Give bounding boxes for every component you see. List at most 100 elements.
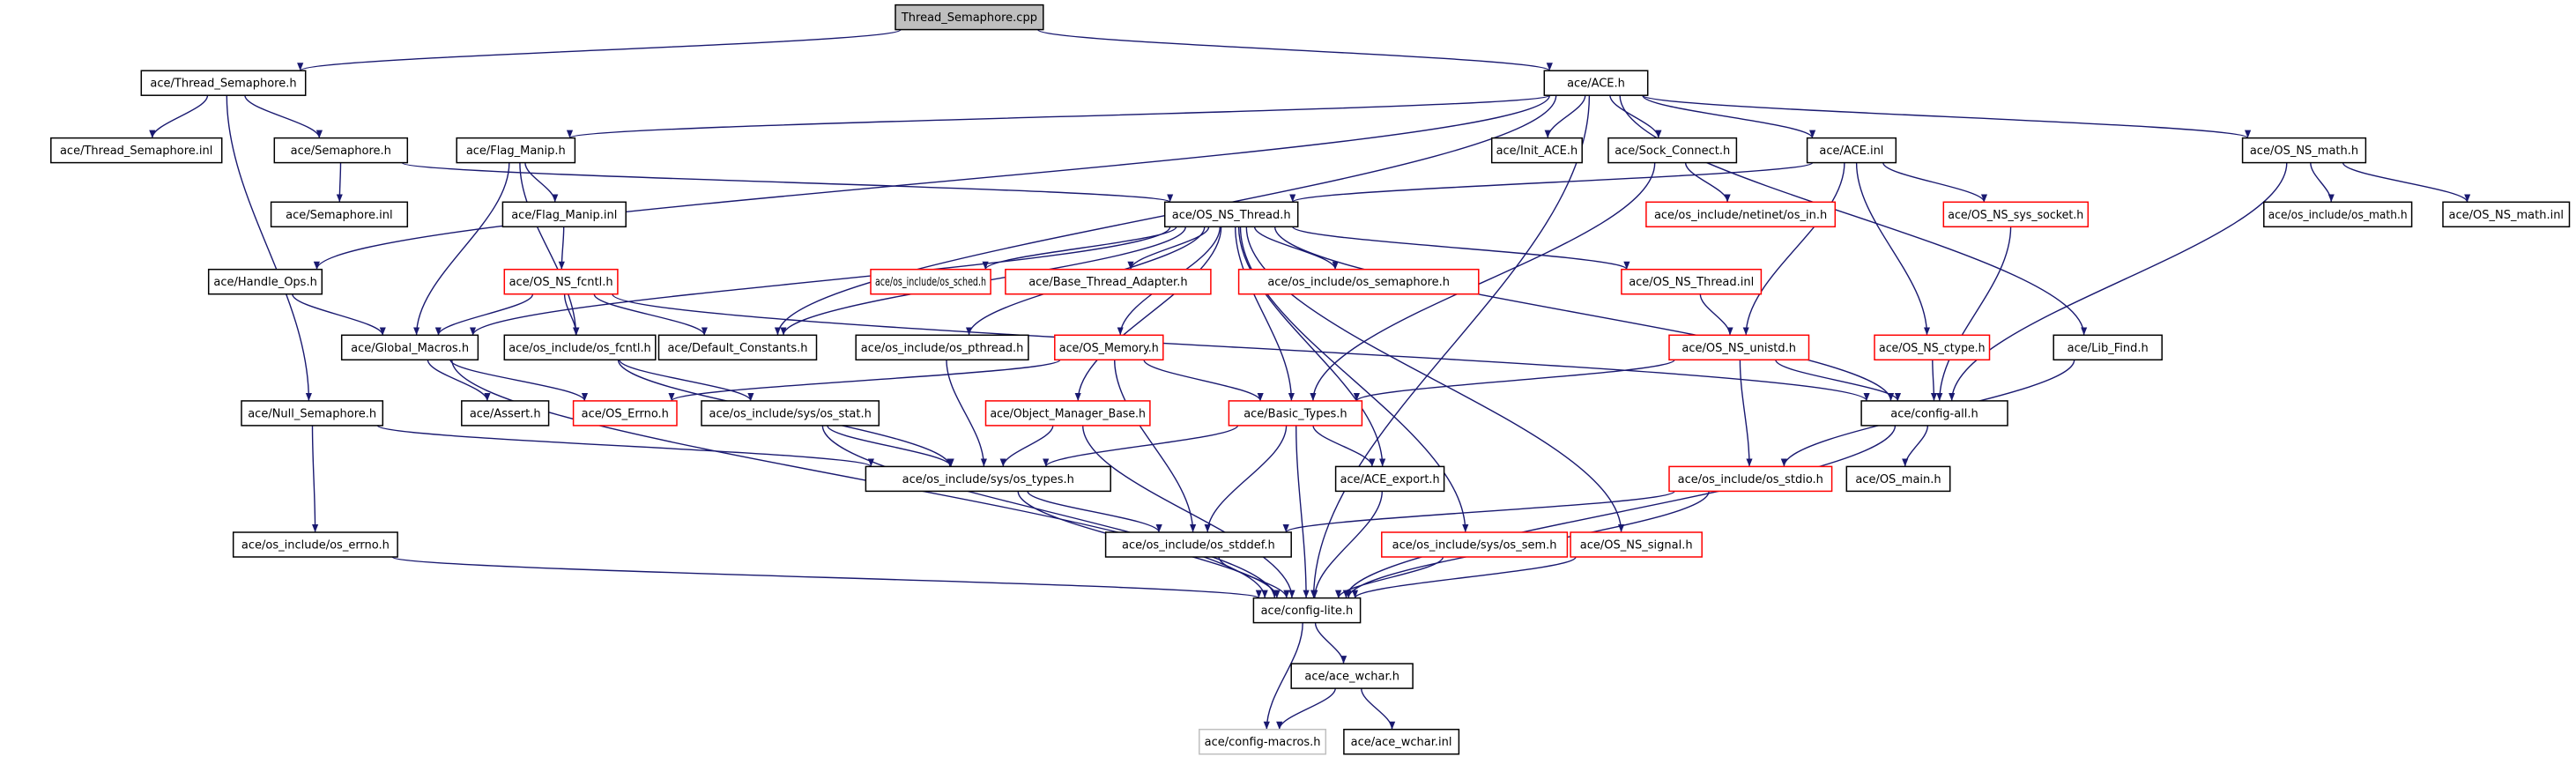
node-handle_h[interactable]: ace/Handle_Ops.h [207,268,323,295]
node-errno_h[interactable]: ace/OS_Errno.h [572,400,678,427]
node-os_fcntl[interactable]: ace/os_include/os_fcntl.h [503,334,657,361]
node-ts_inl[interactable]: ace/Thread_Semaphore.inl [50,137,223,164]
edge-export_h-to-cfglite_h [1311,491,1383,598]
node-os_sched[interactable]: ace/os_include/os_sched.h [870,268,991,295]
node-box [273,137,409,164]
node-basic_h[interactable]: ace/Basic_Types.h [1228,400,1363,427]
node-label: ace/ACE.h [1567,78,1625,91]
node-ts_h[interactable]: ace/Thread_Semaphore.h [140,70,307,96]
node-omb_h[interactable]: ace/Object_Manager_Base.h [984,400,1151,427]
node-bta_h[interactable]: ace/Base_Thread_Adapter.h [1005,268,1212,295]
edge-cfglite_h-to-wchar_h [1314,622,1347,664]
edge-wchar_h-to-wchar_inl [1361,687,1396,730]
node-cfgmacros_h[interactable]: ace/config-macros.h [1199,728,1327,755]
node-label: ace/OS_NS_Thread.h [1172,209,1291,222]
node-wchar_inl[interactable]: ace/ace_wchar.inl [1343,728,1460,755]
node-label: ace/os_include/os_semaphore.h [1267,276,1450,289]
edge-ace_inl-to-unistd_h [1742,162,1845,336]
node-os_syssem[interactable]: ace/os_include/sys/os_sem.h [1381,531,1569,558]
node-os_in[interactable]: ace/os_include/netinet/os_in.h [1645,201,1837,228]
node-assert_h[interactable]: ace/Assert.h [461,400,550,427]
node-os_stdio[interactable]: ace/os_include/os_stdio.h [1668,465,1833,493]
node-sock_h[interactable]: ace/Sock_Connect.h [1607,137,1738,164]
edge-ace_inl-to-sys_socket [1882,162,1988,203]
node-label: ace/OS_NS_ctype.h [1879,342,1986,355]
node-label: ace/Sock_Connect.h [1615,145,1730,158]
node-box [1570,531,1703,558]
node-root[interactable]: Thread_Semaphore.cpp [895,4,1044,31]
node-box [2263,201,2413,228]
node-sem_inl[interactable]: ace/Semaphore.inl [270,201,409,228]
node-signal_h[interactable]: ace/OS_NS_signal.h [1570,531,1703,558]
node-thr_inl[interactable]: ace/OS_NS_Thread.inl [1621,268,1763,295]
node-os_pthread[interactable]: ace/os_include/os_pthread.h [855,334,1029,361]
node-box [50,137,223,164]
node-os_math[interactable]: ace/os_include/os_math.h [2263,201,2413,228]
node-label: ace/OS_NS_unistd.h [1681,342,1796,355]
node-os_errno[interactable]: ace/os_include/os_errno.h [232,531,398,558]
edge-ace_h-to-ace_inl [1642,94,1816,138]
edge-sock_h-to-os_in [1684,162,1731,203]
node-box [1942,201,2090,228]
node-cfglite_h[interactable]: ace/config-lite.h [1252,597,1362,624]
node-os_semaphore[interactable]: ace/os_include/os_semaphore.h [1237,268,1480,295]
node-box [1334,465,1445,493]
edge-ts_h-to-nullsem_h [226,95,312,401]
node-mem_h[interactable]: ace/OS_Memory.h [1054,334,1164,361]
node-export_h[interactable]: ace/ACE_export.h [1334,465,1445,493]
node-box [1874,334,1991,361]
node-label: ace/Assert.h [470,407,541,420]
edge-ts_h-to-sem_h [244,94,323,138]
node-defconst_h[interactable]: ace/Default_Constants.h [657,334,818,361]
node-nullsem_h[interactable]: ace/Null_Semaphore.h [241,400,384,427]
node-flag_inl[interactable]: ace/Flag_Manip.inl [501,201,627,228]
node-box [1163,201,1299,228]
node-label: ace/OS_NS_math.inl [2449,209,2565,222]
node-thr_h[interactable]: ace/OS_NS_Thread.h [1163,201,1299,228]
node-wchar_h[interactable]: ace/ace_wchar.h [1290,663,1414,689]
node-box [865,465,1111,493]
node-os_types[interactable]: ace/os_include/sys/os_types.h [865,465,1111,493]
edge-root-to-ts_h [297,28,902,71]
node-ace_h[interactable]: ace/ACE.h [1543,70,1649,96]
node-os_stddef[interactable]: ace/os_include/os_stddef.h [1104,531,1292,558]
edge-handle_h-to-global_h [292,293,386,336]
node-math_h[interactable]: ace/OS_NS_math.h [2241,137,2367,164]
node-label: ace/os_include/os_math.h [2268,209,2408,222]
node-os_stat[interactable]: ace/os_include/sys/os_stat.h [701,400,880,427]
node-cfgall_h[interactable]: ace/config-all.h [1860,400,2008,427]
node-box [501,201,627,228]
node-osmain_h[interactable]: ace/OS_main.h [1845,465,1951,493]
edge-fcntl_h-to-os_fcntl [563,293,580,336]
node-libfind_h[interactable]: ace/Lib_Find.h [2053,334,2163,361]
edge-thr_h-to-bta_h [1127,226,1210,270]
node-ctype_h[interactable]: ace/OS_NS_ctype.h [1874,334,1991,361]
node-fcntl_h[interactable]: ace/OS_NS_fcntl.h [503,268,619,295]
node-label: ace/Object_Manager_Base.h [991,407,1146,420]
node-box [1005,268,1212,295]
node-math_inl[interactable]: ace/OS_NS_math.inl [2442,201,2571,228]
edge-thr_h-to-cfgall_h [1273,226,1895,401]
node-label: ace/Lib_Find.h [2067,342,2149,355]
node-label: ace/os_include/os_sched.h [875,276,986,289]
node-sem_h[interactable]: ace/Semaphore.h [273,137,409,164]
node-box [2053,334,2163,361]
node-label: ace/OS_NS_sys_socket.h [1948,209,2083,222]
node-box [340,334,479,361]
node-label: ace/OS_NS_Thread.inl [1629,276,1754,289]
node-box [270,201,409,228]
edge-thr_inl-to-unistd_h [1699,293,1733,336]
node-label: ace/config-all.h [1890,407,1978,420]
edge-cfgall_h-to-cfglite_h [1342,425,1897,598]
node-init_h[interactable]: ace/Init_ACE.h [1490,137,1583,164]
node-ace_inl[interactable]: ace/ACE.inl [1806,137,1897,164]
node-unistd_h[interactable]: ace/OS_NS_unistd.h [1668,334,1810,361]
node-label: ace/Null_Semaphore.h [248,407,376,420]
edge-thr_h-to-omb_h [1074,226,1222,401]
node-global_h[interactable]: ace/Global_Macros.h [340,334,479,361]
node-flag_h[interactable]: ace/Flag_Manip.h [456,137,576,164]
edge-thr_h-to-thr_inl [1292,226,1630,271]
node-sys_socket[interactable]: ace/OS_NS_sys_socket.h [1942,201,2090,228]
edge-nullsem_h-to-os_errno [311,425,319,533]
edge-unistd_h-to-basic_h [1353,359,1675,402]
